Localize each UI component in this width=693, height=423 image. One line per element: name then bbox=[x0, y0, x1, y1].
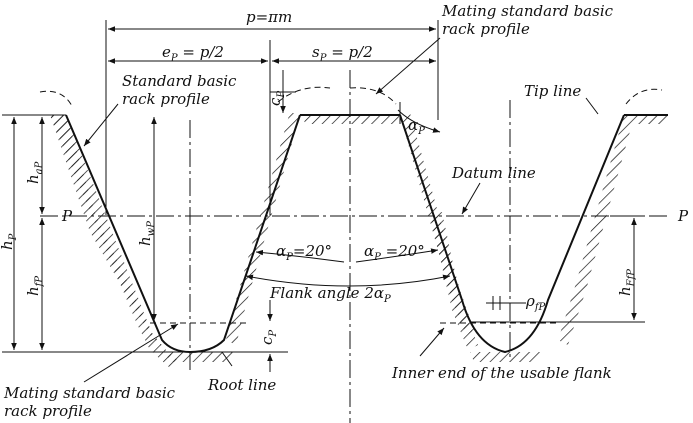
inner-end-label: Inner end of the usable flank bbox=[391, 364, 612, 382]
standard-label-1: Standard basic bbox=[122, 72, 237, 90]
p-left-label: P bbox=[61, 207, 73, 225]
ep-label: eP = p/2 bbox=[162, 43, 224, 64]
hap-label: haP bbox=[24, 161, 45, 184]
mating-top-label-2: rack profile bbox=[442, 20, 530, 38]
alpha-right-label: αP =20° bbox=[364, 242, 425, 263]
hffp-label: hFfP bbox=[616, 269, 637, 296]
tip-line-label: Tip line bbox=[524, 82, 581, 100]
cp-top-label: cP bbox=[266, 91, 287, 106]
mating-bottom-label-2: rack profile bbox=[4, 402, 92, 420]
mating-top-label-1: Mating standard basic bbox=[441, 2, 614, 20]
center-lines bbox=[189, 70, 511, 423]
hfp-label: hfP bbox=[24, 276, 45, 296]
alpha-left-label: αP=20° bbox=[276, 242, 332, 263]
hp-label: hP bbox=[0, 233, 19, 250]
datum-line-label: Datum line bbox=[451, 164, 536, 182]
alpha-top-label: αP bbox=[408, 116, 425, 137]
standard-label-2: rack profile bbox=[122, 90, 210, 108]
flank-angle-label: Flank angle 2αP bbox=[269, 284, 391, 305]
root-line-label: Root line bbox=[207, 376, 276, 394]
pitch-label: p=πm bbox=[246, 8, 292, 26]
dimensions bbox=[2, 20, 645, 383]
sp-label: sP = p/2 bbox=[312, 43, 373, 64]
hwp-label: hwP bbox=[136, 221, 157, 246]
mating-bottom-label-1: Mating standard basic bbox=[3, 384, 176, 402]
p-right-label: P bbox=[677, 207, 689, 225]
rho-label: ρfP bbox=[525, 292, 546, 313]
cp-bottom-label: cP bbox=[258, 330, 279, 345]
